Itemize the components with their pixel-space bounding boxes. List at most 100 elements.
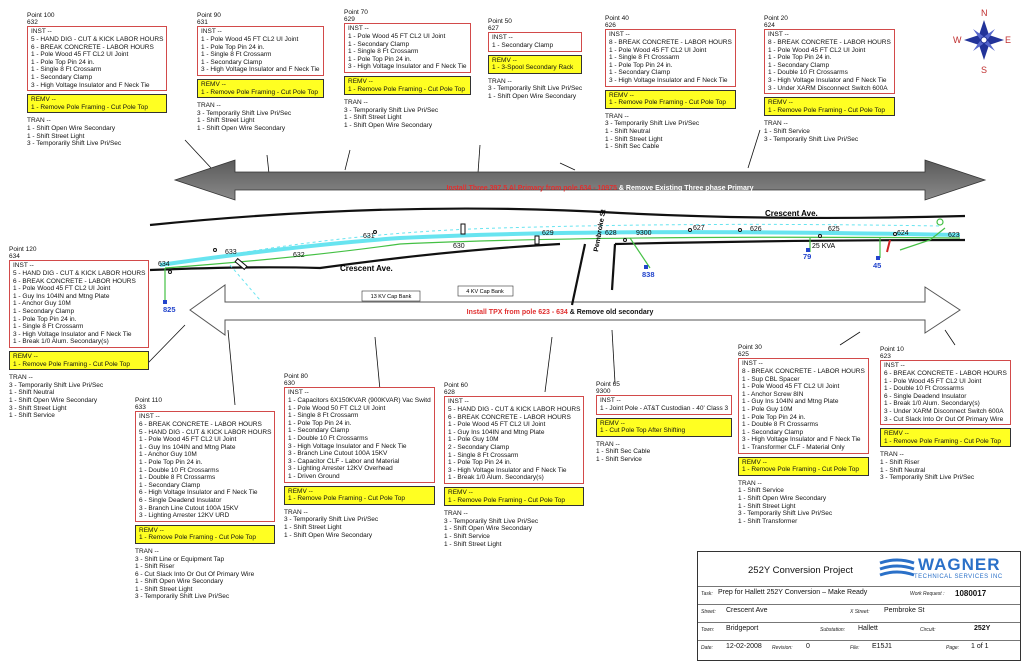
remv-line: 1 - Remove Pole Framing - Cut Pole Top bbox=[139, 534, 256, 542]
remv-line: REMV -- bbox=[13, 352, 38, 360]
tran-line: 3 - Temporarily Shift Live Pri/Sec bbox=[284, 516, 379, 524]
tran-list: TRAN --3 - Temporarily Shift Live Pri/Se… bbox=[9, 374, 149, 420]
tran-line: 3 - Temporarily Shift Live Pri/Sec bbox=[880, 474, 975, 482]
inst-line: 1 - Pole Wood 45 FT CL2 UI Joint bbox=[742, 383, 840, 391]
inst-line: 1 - Secondary Clamp bbox=[288, 427, 350, 435]
point-title: Point 80 bbox=[284, 373, 308, 380]
remv-box: REMV --1 - Remove Pole Framing - Cut Pol… bbox=[764, 97, 895, 117]
inst-line: 1 - Single 8 Ft Crossarm bbox=[201, 51, 272, 59]
inst-line: 6 - BREAK CONCRETE - LABOR HOURS bbox=[13, 277, 136, 285]
inst-line: 1 - Transformer CLF - Material Only bbox=[742, 443, 845, 451]
tran-line: 1 - Shift Service bbox=[444, 532, 490, 540]
tran-line: 1 - Shift Street Light bbox=[197, 117, 255, 125]
inst-line: 1 - Anchor Guy 10M bbox=[13, 300, 71, 308]
inst-line: 1 - Break 1/0 Alum. Secondary(s) bbox=[448, 474, 544, 482]
point-number: 626 bbox=[605, 22, 616, 30]
inst-line: 6 - BREAK CONCRETE - LABOR HOURS bbox=[139, 421, 262, 428]
inst-line: INST -- bbox=[609, 31, 630, 39]
tran-line: 1 - Shift Open Wire Secondary bbox=[197, 124, 286, 132]
pole-634: 634 bbox=[158, 261, 170, 268]
remv-box: REMV --1 - Remove Pole Framing - Cut Pol… bbox=[344, 75, 471, 96]
point-title: Point 20 bbox=[764, 15, 788, 22]
tran-line: 1 - Shift Riser bbox=[135, 563, 175, 571]
inst-line: 1 - Double 8 Ft Crossarms bbox=[139, 474, 216, 482]
inst-line: 1 - Single 8 Ft Crossarm bbox=[448, 451, 519, 459]
inst-line: 1 - Guy Ins 104IN and Mtng Plate bbox=[448, 428, 545, 436]
inst-line: 1 - Pole Top Pin 24 in. bbox=[13, 315, 77, 323]
remv-line: REMV -- bbox=[492, 56, 517, 64]
tran-line: 1 - Shift Sec Cable bbox=[605, 143, 660, 151]
pole-627: 627 bbox=[693, 225, 705, 232]
inst-line: 3 - High Voltage Insulator and F Neck Ti… bbox=[768, 76, 887, 84]
tran-line: 1 - Shift Open Wire Secondary bbox=[9, 396, 98, 404]
point-number: 623 bbox=[880, 353, 891, 361]
inst-line: 3 - Capacitor CLF - Labor and Material bbox=[288, 457, 400, 465]
inst-line: INST -- bbox=[448, 398, 469, 406]
point-title: Point 70 bbox=[344, 9, 368, 16]
pole-symbols bbox=[168, 223, 897, 274]
inst-box: INST --1 - Capacitors 6X150KVAR (900KVAR… bbox=[284, 387, 435, 483]
secondary-install-arrow bbox=[189, 284, 961, 336]
remv-line: REMV -- bbox=[31, 96, 56, 104]
tran-line: 1 - Shift Street Light bbox=[135, 585, 193, 593]
tran-line: TRAN -- bbox=[488, 77, 512, 85]
circuit-value: 252Y bbox=[974, 625, 991, 632]
inst-line: 1 - Pole Top Pin 24 in. bbox=[609, 61, 673, 69]
wagner-logo-icon bbox=[879, 558, 915, 577]
inst-line: 3 - High Voltage Insulator and F Neck Ti… bbox=[288, 442, 407, 450]
inst-line: 1 - Pole Top Pin 24 in. bbox=[139, 458, 203, 466]
remv-line: 1 - Remove Pole Framing - Cut Pole Top bbox=[288, 495, 405, 503]
pole-624: 624 bbox=[897, 230, 909, 237]
inst-line: 1 - Double 10 Ft Crossarms bbox=[139, 466, 219, 474]
inst-line: 1 - Guy Ins 104IN and Mtng Plate bbox=[139, 443, 236, 451]
page-value: 1 of 1 bbox=[971, 643, 989, 650]
tran-line: 6 - Cut Slack Into Or Out Of Primary Wir… bbox=[135, 570, 255, 578]
inst-line: 1 - Pole Wood 45 FT CL2 UI Joint bbox=[884, 377, 982, 385]
pole-628: 628 bbox=[605, 230, 617, 237]
tran-line: TRAN -- bbox=[764, 120, 788, 128]
remv-line: 1 - Cut Pole Top After Shifting bbox=[600, 427, 686, 435]
pole-632: 632 bbox=[293, 252, 305, 259]
transformer-25kva: 25 KVA bbox=[812, 243, 836, 250]
tran-line: TRAN -- bbox=[284, 508, 308, 516]
cap-bank-4kv-box bbox=[457, 285, 514, 297]
tran-line: TRAN -- bbox=[605, 112, 629, 120]
inst-line: INST -- bbox=[768, 31, 789, 39]
remv-line: 1 - Remove Pole Framing - Cut Pole Top bbox=[348, 85, 465, 93]
xstreet-value: Pembroke St bbox=[884, 607, 925, 614]
inst-line: 1 - Driven Ground bbox=[288, 472, 340, 480]
pole-633: 633 bbox=[225, 249, 237, 256]
tran-line: 1 - Shift Service bbox=[764, 127, 810, 135]
inst-box: INST --5 - HAND DIG - CUT & KICK LABOR H… bbox=[9, 260, 150, 348]
svg-text:N: N bbox=[981, 8, 988, 18]
inst-line: 1 - Secondary Clamp bbox=[13, 307, 75, 315]
light-838: 838 bbox=[642, 270, 655, 279]
inst-line: INST -- bbox=[288, 389, 309, 397]
inst-line: 1 - Anchor Guy 10M bbox=[139, 451, 197, 459]
tran-line: 3 - Temporarily Shift Live Pri/Sec bbox=[135, 593, 230, 601]
secondary-install-text: Install TPX from pole 623 - 634 & Remove… bbox=[467, 309, 654, 316]
point-title: Point 65 bbox=[596, 381, 620, 388]
inst-line: 1 - Double 10 Ft Crossarms bbox=[884, 385, 964, 393]
compass-rose-icon: N E S W bbox=[953, 8, 1011, 75]
tran-line: 1 - Shift Open Wire Secondary bbox=[444, 525, 533, 533]
inst-line: 1 - Single 8 Ft Crossarm bbox=[609, 54, 680, 62]
tran-list: TRAN --3 - Temporarily Shift Live Pri/Se… bbox=[344, 99, 471, 129]
light-45: 45 bbox=[873, 261, 881, 270]
tran-line: TRAN -- bbox=[344, 99, 368, 107]
inst-line: 1 - Single 8 Ft Crossarm bbox=[13, 323, 84, 331]
tran-line: 1 - Shift Service bbox=[9, 412, 55, 420]
inst-line: INST -- bbox=[139, 413, 160, 421]
tran-line: 1 - Shift Street Light bbox=[605, 135, 663, 143]
point-number: 624 bbox=[764, 22, 775, 30]
